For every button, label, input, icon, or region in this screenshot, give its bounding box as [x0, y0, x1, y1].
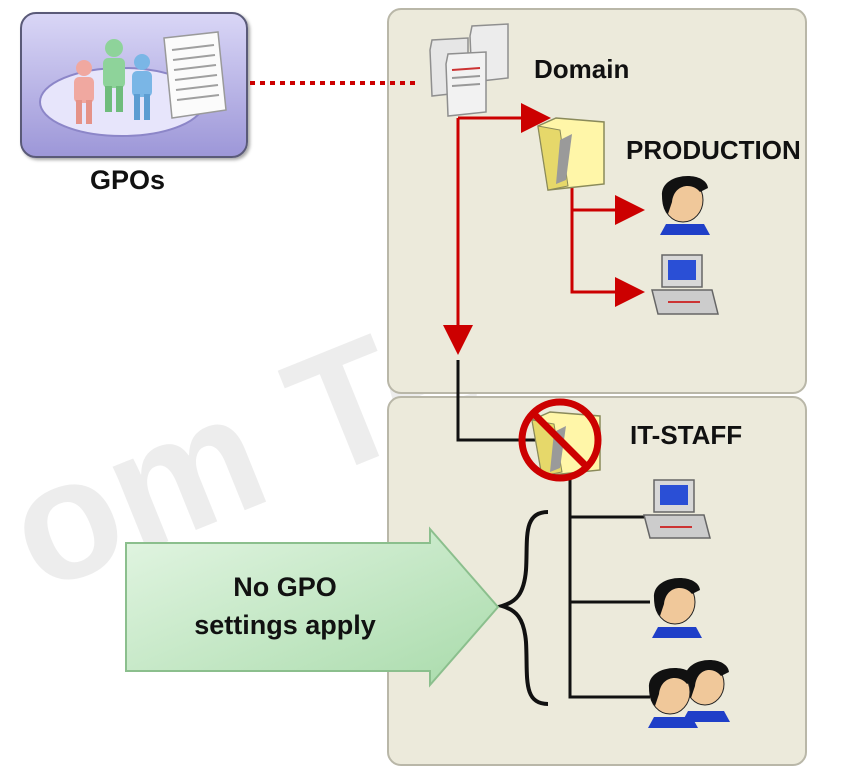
organizational-unit-folder-icon[interactable] — [537, 117, 605, 191]
it-staff-label: IT-STAFF — [630, 420, 743, 450]
server-cluster-icon[interactable] — [429, 23, 509, 117]
callout-shape — [125, 526, 500, 688]
blocked-path-line — [456, 360, 538, 442]
group-policy-icon — [39, 31, 227, 137]
it-staff-child-lines — [568, 455, 650, 699]
computer-icon[interactable] — [651, 254, 719, 315]
production-label: PRODUCTION — [626, 135, 801, 165]
callout-text-line2: settings apply — [194, 610, 376, 640]
user-icon[interactable] — [652, 578, 702, 638]
computer-icon[interactable] — [643, 479, 711, 539]
block-inheritance-icon — [518, 398, 602, 482]
group-brace — [494, 510, 549, 706]
inheritance-arrow-production-computer — [570, 185, 645, 307]
gpos-label: GPOs — [90, 165, 166, 195]
user-group-icon[interactable] — [648, 660, 730, 728]
user-icon[interactable] — [660, 176, 710, 235]
callout-text-line1: No GPO — [233, 572, 337, 602]
domain-label: Domain — [534, 54, 630, 84]
gpo-container[interactable] — [20, 12, 248, 158]
